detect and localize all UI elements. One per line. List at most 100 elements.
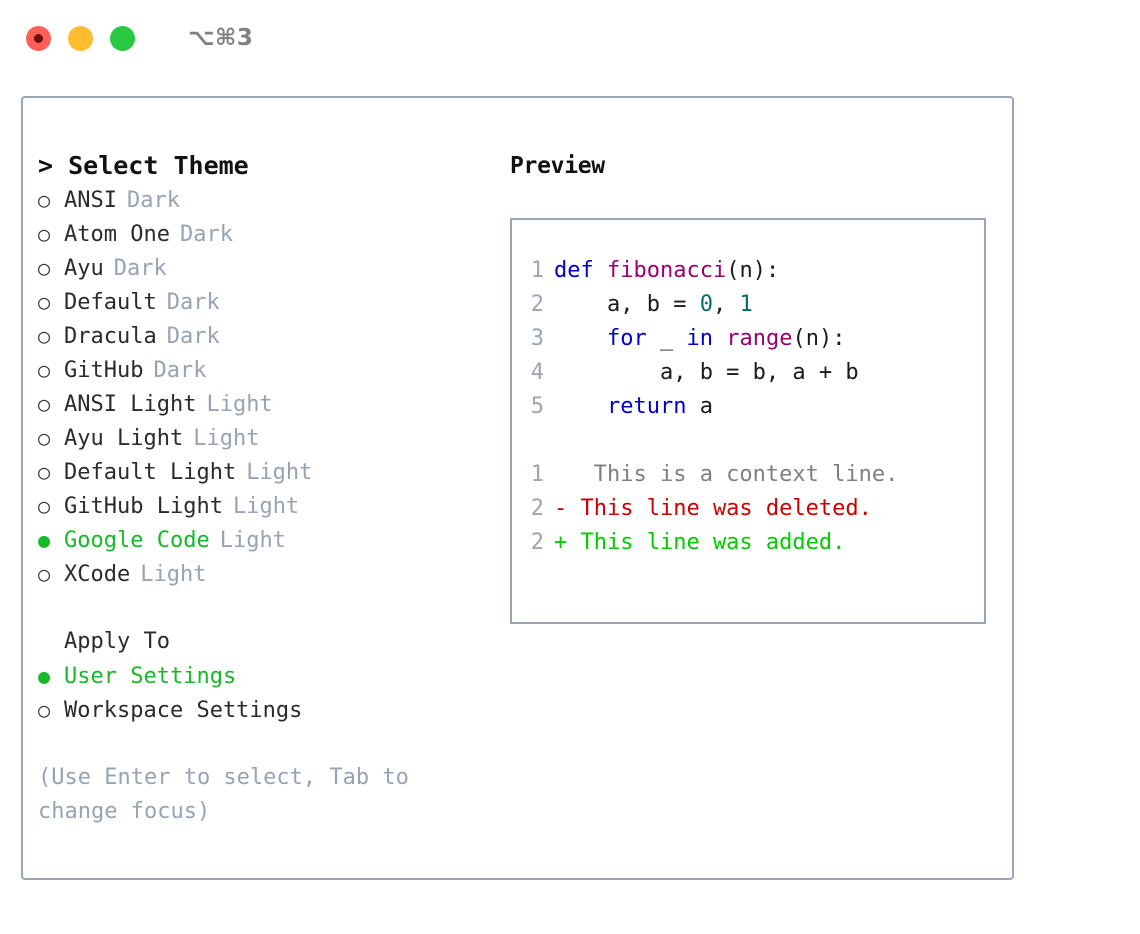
code-token-num: 1 (739, 292, 753, 317)
apply-to-label: Workspace Settings (64, 698, 303, 723)
code-token-plain: a, b = (554, 292, 700, 317)
theme-name: Default Light (64, 460, 237, 485)
code-line-text: a, b = b, a + b (554, 356, 859, 390)
line-number: 2 (530, 496, 544, 521)
diff-line-deleted: 2- This line was deleted. (524, 492, 984, 526)
code-token-plain (594, 258, 607, 283)
theme-list-item[interactable]: ○ Atom One Dark (38, 217, 501, 251)
code-token-plain: a, b = b, a + b (554, 360, 859, 385)
code-token-fn: range (726, 326, 793, 351)
window-title: ⌥⌘3 (188, 25, 254, 51)
theme-kind-badge: Dark (126, 188, 180, 213)
theme-list-item[interactable]: ○ ANSI Light Light (38, 387, 501, 421)
theme-kind-badge: Dark (166, 324, 220, 349)
traffic-lights (26, 25, 135, 51)
diff-block: 1 This is a context line.2- This line wa… (524, 458, 984, 560)
code-line: 3 for _ in range(n): (524, 322, 984, 356)
theme-kind-badge: Light (219, 528, 286, 553)
theme-list-item[interactable]: ● Google Code Light (38, 523, 501, 557)
theme-name: GitHub Light (64, 494, 223, 519)
radio-selected-icon[interactable]: ● (38, 664, 51, 688)
code-token-kw: return (606, 394, 687, 419)
recording-dot-icon (34, 33, 43, 43)
theme-name: Google Code (64, 528, 210, 553)
apply-to-item[interactable]: ●User Settings (38, 659, 501, 693)
theme-name: ANSI Light (64, 392, 197, 417)
code-line: 4 a, b = b, a + b (524, 356, 984, 390)
code-token-fn: fibonacci (607, 258, 727, 283)
diff-line-added: 2+ This line was added. (524, 526, 984, 560)
code-line-text: a, b = 0, 1 (554, 288, 753, 322)
theme-kind-badge: Dark (179, 222, 233, 247)
radio-unselected-icon[interactable]: ○ (38, 494, 51, 518)
theme-list-item[interactable]: ○ ANSI Dark (38, 183, 501, 217)
theme-name: Ayu (64, 256, 104, 281)
code-token-kw: in (686, 326, 713, 351)
theme-name: ANSI (64, 188, 117, 213)
theme-kind-badge: Light (246, 460, 313, 485)
code-line: 2 a, b = 0, 1 (524, 288, 984, 322)
theme-list-item[interactable]: ○ Default Light Light (38, 455, 501, 489)
radio-unselected-icon[interactable]: ○ (38, 392, 51, 416)
theme-list-item[interactable]: ○ GitHub Dark (38, 353, 501, 387)
radio-unselected-icon[interactable]: ○ (38, 324, 51, 348)
apply-to-list[interactable]: ●User Settings ○ Workspace Settings (38, 659, 501, 727)
maximize-button[interactable] (110, 25, 135, 51)
radio-unselected-icon[interactable]: ○ (38, 290, 51, 314)
theme-kind-badge: Light (232, 494, 300, 519)
code-token-plain (554, 326, 607, 351)
radio-unselected-icon[interactable]: ○ (38, 358, 51, 382)
diff-line-text: + This line was added. (554, 530, 846, 555)
line-number: 1 (530, 258, 544, 283)
radio-selected-icon[interactable]: ● (38, 528, 51, 552)
diff-line-context: 1 This is a context line. (524, 458, 984, 492)
code-token-plain: (n): (792, 326, 846, 351)
radio-unselected-icon[interactable]: ○ (38, 222, 51, 246)
theme-kind-badge: Dark (166, 290, 220, 315)
code-token-plain: a (686, 394, 713, 419)
radio-unselected-icon[interactable]: ○ (38, 460, 51, 484)
theme-name: GitHub (64, 358, 144, 383)
code-line: 5 return a (524, 390, 984, 424)
line-number: 5 (530, 394, 544, 419)
apply-to-header: Apply To (64, 629, 170, 654)
select-theme-header: > Select Theme (38, 151, 249, 180)
code-line-text: def fibonacci(n): (554, 254, 779, 288)
code-line-text: for _ in range(n): (554, 322, 845, 356)
theme-name: Dracula (64, 324, 157, 349)
code-diff-gap (524, 424, 984, 458)
radio-unselected-icon[interactable]: ○ (38, 698, 51, 722)
theme-kind-badge: Light (140, 562, 207, 587)
radio-unselected-icon[interactable]: ○ (38, 188, 51, 212)
minimize-button[interactable] (68, 25, 93, 51)
line-number: 4 (530, 360, 544, 385)
close-button[interactable] (26, 25, 51, 51)
theme-kind-badge: Dark (153, 358, 207, 383)
line-number: 3 (530, 326, 544, 351)
theme-name: Atom One (64, 222, 170, 247)
theme-list-item[interactable]: ○ GitHub Light Light (38, 489, 501, 523)
radio-unselected-icon[interactable]: ○ (38, 256, 51, 280)
title-bar: ⌥⌘3 (0, 0, 1140, 76)
code-token-plain: , (712, 292, 740, 317)
theme-list-item[interactable]: ○ Dracula Dark (38, 319, 501, 353)
code-token-plain (713, 326, 726, 351)
apply-to-item[interactable]: ○ Workspace Settings (38, 693, 501, 727)
apply-to-section: Apply To ●User Settings ○ Workspace Settin… (38, 625, 501, 727)
preview-title: Preview (510, 153, 605, 179)
radio-unselected-icon[interactable]: ○ (38, 426, 51, 450)
theme-kind-badge: Light (206, 392, 273, 417)
radio-unselected-icon[interactable]: ○ (38, 562, 51, 586)
theme-kind-badge: Light (193, 426, 260, 451)
diff-line-text: This is a context line. (554, 462, 899, 487)
